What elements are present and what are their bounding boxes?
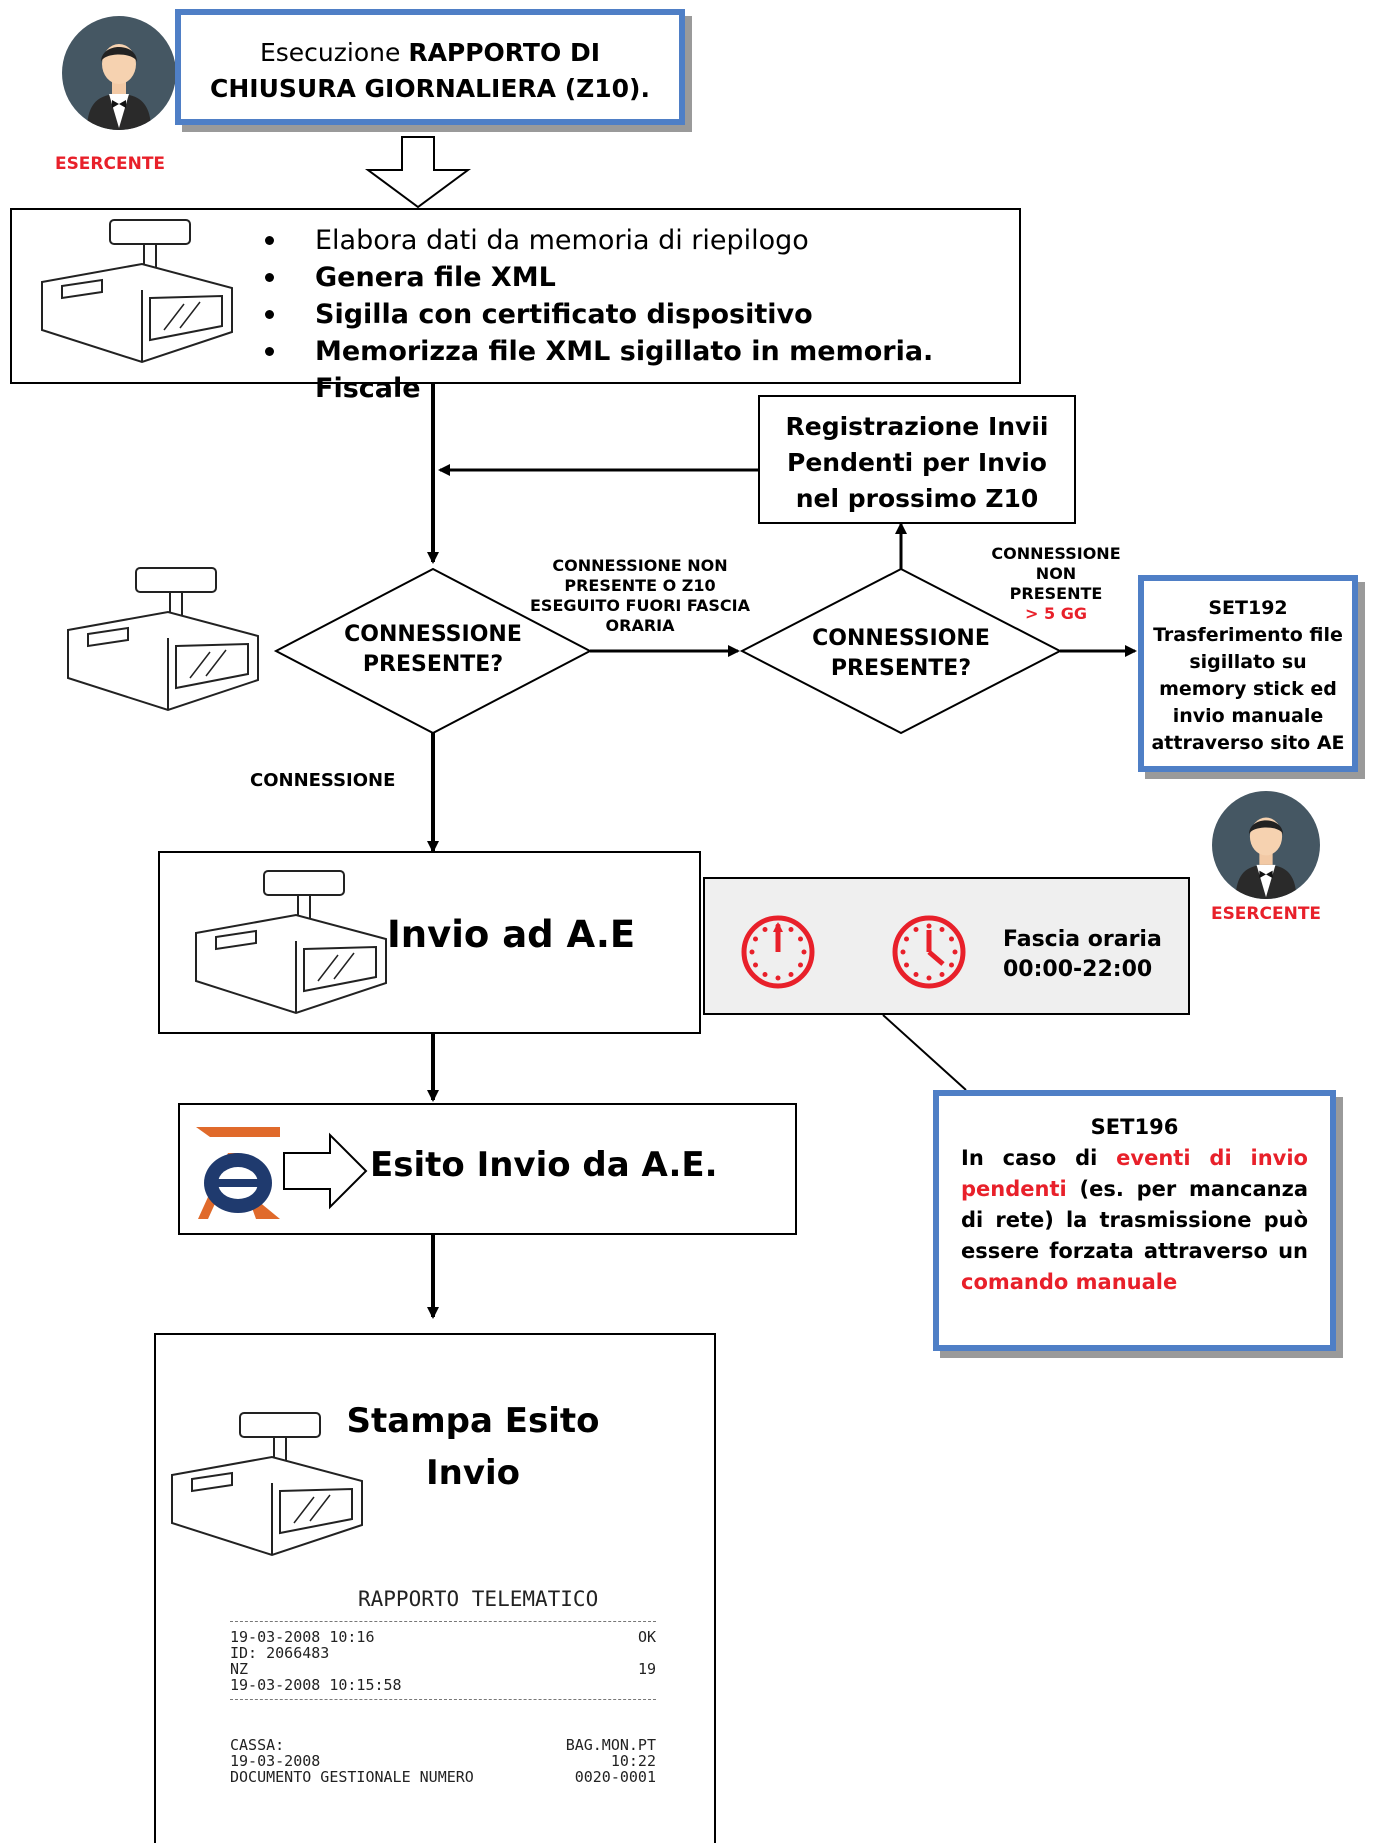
set196-box: SET196 In caso di eventi di invio penden… [933, 1090, 1336, 1351]
decision1-diamond [273, 567, 593, 735]
set192-line-2: sigillato su [1189, 651, 1307, 673]
right-arrow-icon [283, 1132, 368, 1210]
edge-no-conn-line-2: PRESENTE O Z10 [564, 576, 716, 595]
cash-register-icon [67, 567, 259, 712]
edge-days-line-4: > 5 GG [1025, 604, 1087, 623]
receipt-cassa-value: BAG.MON.PT [565, 1736, 656, 1754]
receipt-nz-value: 19 [637, 1660, 656, 1678]
edge-label-connection: CONNESSIONE [250, 770, 396, 791]
set192-box: SET192 Trasferimento file sigillato su m… [1138, 575, 1358, 772]
decision1-line-2: PRESENTE? [362, 652, 504, 677]
ae-outcome-box: Esito Invio da A.E. [178, 1103, 797, 1235]
merchant-label: ESERCENTE [1210, 904, 1322, 924]
receipt-doc: DOCUMENTO GESTIONALE NUMERO [230, 1768, 474, 1786]
receipt-id: ID: 2066483 [230, 1644, 330, 1662]
process-item-1: Elabora dati da memoria di riepilogo [265, 222, 1019, 259]
send-label: Invio ad A.E [387, 913, 636, 956]
receipt-date-2: 19-03-2008 10:15:58 [230, 1676, 402, 1694]
edge-no-conn-line-4: ORARIA [605, 616, 675, 635]
merchant-label: ESERCENTE [54, 154, 166, 174]
receipt-time-3: 10:22 [610, 1752, 656, 1770]
merchant-avatar [1212, 791, 1320, 899]
pending-line-3: nel prossimo Z10 [795, 484, 1039, 513]
time-band-label: Fascia oraria 00:00-22:00 [1003, 925, 1162, 985]
merchant-avatar [62, 16, 176, 130]
cash-register-icon [195, 870, 387, 1015]
print-label: Stampa Esito Invio [308, 1395, 638, 1499]
decision2-diamond [739, 567, 1063, 735]
set196-text-highlight-2: comando manuale [961, 1270, 1178, 1294]
receipt-status: OK [637, 1628, 656, 1646]
decision2-line-2: PRESENTE? [830, 656, 972, 681]
receipt-cassa: CASSA: [230, 1736, 285, 1754]
receipt-divider [230, 1621, 656, 1622]
time-band-line-1: Fascia oraria [1003, 927, 1162, 952]
edge-no-conn-line-3: ESEGUITO FUORI FASCIA [530, 596, 750, 615]
print-outcome-box: Stampa Esito Invio RAPPORTO TELEMATICO 1… [154, 1333, 716, 1843]
edge-days-line-2: NON [1035, 564, 1077, 583]
edge-no-conn-line-1: CONNESSIONE NON [552, 556, 728, 575]
receipt-date-3: 19-03-2008 [230, 1752, 321, 1770]
clock-icon [892, 915, 966, 989]
set196-text-part-2: (es. per mancanza di rete) la trasmissio… [961, 1177, 1308, 1263]
send-to-ae-box: Invio ad A.E [158, 851, 701, 1034]
step1-daily-close-box: Esecuzione RAPPORTO DI CHIUSURA GIORNALI… [175, 9, 685, 125]
decision1-label: CONNESSIONE PRESENTE? [313, 620, 553, 680]
set192-line-4: invio manuale [1172, 705, 1324, 727]
merchant-icon [1235, 817, 1297, 899]
edge-label-no-connection: CONNESSIONE NON PRESENTE O Z10 ESEGUITO … [530, 556, 750, 636]
cash-register-icon [41, 219, 233, 364]
print-line-1: Stampa Esito [346, 1401, 600, 1441]
decision2-line-1: CONNESSIONE [812, 626, 990, 651]
receipt-divider [230, 1699, 656, 1700]
step1-text-bold-2: CHIUSURA GIORNALIERA (Z10). [210, 74, 650, 103]
time-band-box: Fascia oraria 00:00-22:00 [703, 877, 1190, 1015]
process-item-2: Genera file XML [265, 259, 1019, 296]
process-item-3: Sigilla con certificato dispositivo [265, 296, 1019, 333]
outcome-label: Esito Invio da A.E. [370, 1145, 718, 1185]
set196-code: SET196 [1090, 1115, 1179, 1139]
pending-registration-box: Registrazione Invii Pendenti per Invio n… [758, 395, 1076, 524]
edge-days-line-3: PRESENTE [1009, 584, 1103, 603]
set192-line-1: Trasferimento file [1153, 624, 1343, 646]
edge-days-line-1: CONNESSIONE [991, 544, 1121, 563]
process-box: Elabora dati da memoria di riepilogo Gen… [10, 208, 1021, 404]
clock-icon [741, 915, 815, 989]
receipt-nz: NZ [230, 1660, 249, 1678]
time-band-line-2: 00:00-22:00 [1003, 957, 1153, 982]
set196-text-part-1: In caso di [961, 1146, 1117, 1170]
receipt-date-1: 19-03-2008 10:16 [230, 1628, 375, 1646]
telematic-receipt: RAPPORTO TELEMATICO 19-03-2008 10:16 OK … [208, 1575, 672, 1845]
receipt-title: RAPPORTO TELEMATICO [358, 1587, 599, 1611]
pending-line-1: Registrazione Invii [785, 412, 1049, 441]
edge-label-no-connection-days: CONNESSIONE NON PRESENTE > 5 GG [986, 544, 1126, 624]
decision2-label: CONNESSIONE PRESENTE? [781, 624, 1021, 684]
set192-line-3: memory stick ed [1159, 678, 1337, 700]
set196-text: In caso di eventi di invio pendenti (es.… [961, 1143, 1308, 1298]
step1-text-normal: Esecuzione [259, 38, 409, 67]
merchant-icon [87, 44, 151, 130]
set192-line-5: attraverso sito AE [1151, 732, 1345, 754]
hollow-down-arrow [364, 136, 472, 209]
set192-code: SET192 [1208, 597, 1288, 619]
connector-timeband-to-set196 [882, 1014, 967, 1091]
cash-register-icon [171, 1412, 363, 1557]
pending-line-2: Pendenti per Invio [787, 448, 1047, 477]
set196-text-highlight-1: eventi di invio pendenti [961, 1146, 1308, 1201]
decision1-line-1: CONNESSIONE [344, 622, 522, 647]
process-item-4: Memorizza file XML sigillato in memoria.… [265, 333, 1019, 407]
step1-text-bold-1: RAPPORTO DI [408, 38, 600, 67]
receipt-doc-value: 0020-0001 [574, 1768, 656, 1786]
print-line-2: Invio [425, 1453, 521, 1493]
ae-logo-icon [196, 1127, 280, 1219]
